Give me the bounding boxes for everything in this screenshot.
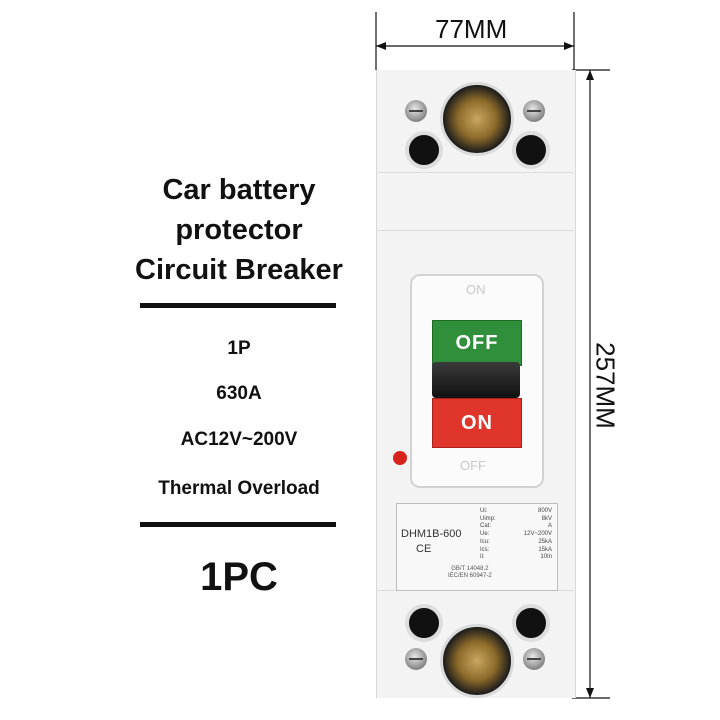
on-indicator-text: ON [466,282,486,297]
ce-mark: CE [416,543,432,555]
mounting-hole [405,604,443,642]
standards-text: GB/T 14048.2 IEC/EN 60947-2 [448,566,492,580]
rocker-handle[interactable] [432,362,520,398]
mounting-hole [512,604,550,642]
off-indicator-text: OFF [460,458,486,473]
top-terminal [440,82,514,156]
quantity-label: 1PC [200,555,278,599]
spec-row: Ue:12V~200V [480,531,552,538]
title-line-1: Car battery [162,174,316,206]
top-divider [140,303,336,308]
height-dimension-line [572,69,610,699]
spec-protection: Thermal Overload [158,478,320,499]
spec-row: Uimp:8kV [480,515,552,522]
spec-row: Ui:800V [480,508,552,514]
width-label: 77MM [435,14,508,44]
width-dimension-line [375,12,575,70]
title-line-3: Circuit Breaker [135,254,343,286]
spec-row: Ics:15kA [480,546,552,553]
panel-seam-mid [376,230,574,231]
screw-icon [523,100,545,122]
spec-voltage: AC12V~200V [180,429,298,450]
spec-current: 630A [216,383,262,404]
mounting-hole [512,131,550,169]
screw-icon [523,648,545,670]
spec-row: Cat:A [480,523,552,530]
bottom-terminal [440,624,514,698]
title-line-2: protector [175,214,303,246]
spec-table: Ui:800V Uimp:8kV Cat:A Ue:12V~200V Icu:2… [480,508,552,562]
height-label: 257MM [590,342,621,429]
off-button[interactable]: OFF [432,320,522,366]
mounting-hole [405,131,443,169]
spec-poles: 1P [227,338,251,359]
spec-row: Icu:25kA [480,538,552,545]
on-button[interactable]: ON [432,398,522,448]
standard-line: IEC/EN 60947-2 [448,573,492,579]
panel-seam-top [376,172,574,173]
standard-line: GB/T 14048.2 [451,566,489,572]
screw-icon [405,648,427,670]
screw-icon [405,100,427,122]
status-led [393,451,407,465]
model-number: DHM1B-600 [401,528,462,540]
spec-row: Ii:10In [480,554,552,561]
bottom-divider [140,522,336,527]
rating-label [396,503,558,591]
